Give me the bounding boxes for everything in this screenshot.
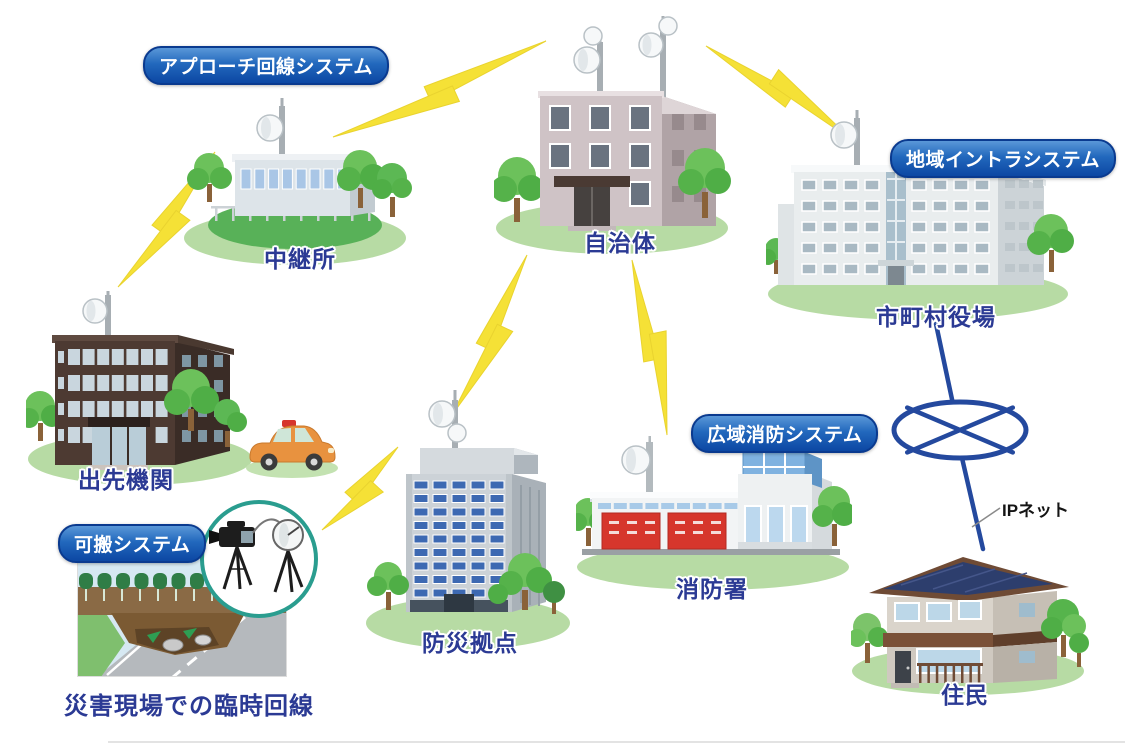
tree bbox=[164, 369, 219, 431]
tree bbox=[488, 553, 565, 614]
antenna-dish-icon bbox=[830, 110, 860, 172]
branch-office-illustration bbox=[26, 291, 252, 485]
tree bbox=[367, 562, 409, 610]
inset-circle bbox=[200, 500, 318, 618]
label-residents: 住民 bbox=[941, 682, 989, 708]
arrow-marker bbox=[183, 628, 197, 639]
label-relay-station: 中継所 bbox=[264, 246, 336, 272]
tree bbox=[372, 163, 412, 217]
car-window bbox=[273, 428, 291, 442]
antenna-dish-icon bbox=[82, 291, 111, 345]
ground-strip bbox=[582, 549, 840, 555]
label-branch-office: 出先機関 bbox=[78, 467, 174, 493]
beacon-light bbox=[282, 420, 296, 427]
car-body bbox=[249, 425, 336, 463]
municipality-illustration bbox=[494, 16, 731, 254]
label-fire-station: 消防署 bbox=[676, 576, 748, 602]
portable-system-illustration bbox=[200, 500, 318, 618]
antenna-dish-icon bbox=[621, 436, 653, 502]
tree bbox=[678, 148, 731, 218]
tree bbox=[494, 157, 544, 222]
label-regional-intra-system: 地域イントラシステム bbox=[890, 139, 1117, 178]
label-wide-area-fire-system: 広域消防システム bbox=[691, 414, 879, 453]
label-portable-system: 可搬システム bbox=[58, 524, 207, 563]
antenna-dish-icon bbox=[256, 98, 285, 164]
ground-ellipse bbox=[577, 544, 849, 590]
label-approach-line-system: アプローチ回線システム bbox=[143, 46, 389, 85]
tree bbox=[26, 391, 63, 441]
tree bbox=[1027, 214, 1074, 272]
disaster-base-building bbox=[406, 448, 546, 612]
emergency-car-illustration bbox=[246, 420, 338, 478]
grass bbox=[77, 615, 125, 677]
fire-station-illustration bbox=[576, 436, 852, 590]
headlight bbox=[328, 448, 334, 453]
disaster-base-illustration bbox=[366, 390, 570, 649]
disaster-site-photo bbox=[77, 557, 287, 677]
caption-temporary-line: 災害現場での臨時回線 bbox=[64, 693, 314, 720]
label-town-office: 市町村役場 bbox=[876, 304, 996, 330]
antenna-dish-icon bbox=[428, 390, 467, 458]
tree bbox=[214, 399, 247, 447]
town-office-building bbox=[778, 165, 1046, 285]
scan-artifact-line bbox=[108, 741, 1125, 743]
antenna-dish-icon bbox=[638, 16, 678, 106]
town-office-illustration bbox=[766, 110, 1074, 320]
solar-panel-roof bbox=[883, 562, 1053, 595]
antenna-dish-icon bbox=[573, 26, 603, 104]
tree bbox=[812, 486, 852, 546]
label-municipality: 自治体 bbox=[584, 230, 656, 256]
municipality-building bbox=[538, 91, 716, 231]
portable-dish-icon bbox=[272, 519, 304, 593]
tree bbox=[187, 153, 232, 202]
video-camera-icon bbox=[209, 521, 255, 590]
relay-station-illustration bbox=[184, 98, 412, 265]
car-window bbox=[295, 428, 314, 442]
label-disaster-base: 防災拠点 bbox=[422, 630, 518, 656]
house-building bbox=[869, 557, 1069, 688]
arrow-marker bbox=[147, 631, 161, 643]
label-ip-net: IPネット bbox=[1002, 501, 1070, 520]
residents-house-illustration bbox=[851, 557, 1089, 695]
tree bbox=[1041, 599, 1089, 667]
